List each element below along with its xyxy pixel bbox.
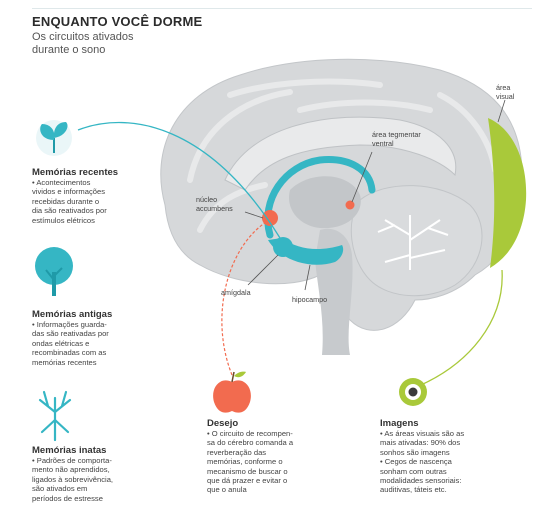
section-memorias-recentes: Memórias recentes • Acontecimentos vivid… (32, 167, 142, 225)
visual-cortex (488, 118, 527, 268)
label-line: accumbens (196, 203, 233, 213)
label-line: área tegmentar (372, 130, 421, 139)
page-subtitle: Os circuitos ativados durante o sono (32, 31, 192, 57)
eye-icon (399, 378, 427, 406)
section-line: • As áreas visuais são as (380, 429, 465, 438)
section-line: auditivas, táteis etc. (380, 485, 447, 495)
pointer-area-visual (497, 99, 506, 123)
connector-imagens (413, 269, 503, 389)
section-line: • Padrões de comporta- (32, 456, 112, 465)
top-rule (32, 8, 532, 9)
section-line: que dá prazer e evitar o (207, 476, 288, 486)
brain-gyri (187, 78, 498, 233)
section-line: ligados à sobrevivência, (32, 474, 114, 484)
section-desejo: Desejo • O circuito de recompen- sa do c… (207, 418, 332, 495)
label-line: visual (496, 91, 515, 101)
subtitle-line: Os circuitos ativados (32, 31, 134, 43)
thalamus (289, 176, 361, 229)
page-title: ENQUANTO VOCÊ DORME (32, 14, 203, 29)
pointer-amigdala (247, 254, 279, 286)
section-line: períodos de estresse (32, 493, 103, 503)
section-line: • Informações guarda- (32, 320, 107, 329)
cerebellum (350, 185, 483, 297)
apple-icon (213, 371, 251, 413)
label-area-visual: área visual (496, 83, 515, 101)
section-heading: Imagens (380, 418, 419, 429)
section-line: sa do cérebro comanda a (207, 438, 294, 448)
subtitle-line: durante o sono (32, 44, 106, 56)
section-heading: Desejo (207, 418, 239, 429)
section-line: recebidas durante o (32, 196, 100, 206)
label-line: ventral (372, 138, 394, 148)
vta-dot (345, 200, 355, 210)
section-line: memórias recentes (32, 357, 97, 367)
sprout-icon (36, 120, 72, 156)
roots-icon (38, 390, 72, 442)
label-amigdala: amígdala (221, 288, 251, 297)
section-heading: Memórias inatas (32, 445, 107, 456)
section-line: reverberação das (207, 447, 267, 457)
amygdala-dot (273, 237, 293, 257)
section-heading: Memórias recentes (32, 167, 119, 178)
section-line: mento não aprendidos, (32, 465, 110, 475)
section-line: mais ativadas: 90% dos (380, 438, 461, 448)
section-line: • O circuito de recompen- (207, 429, 293, 438)
label-hipocampo: hipocampo (292, 295, 328, 304)
label-line: núcleo (196, 195, 218, 204)
section-line: • Cegos de nascença (380, 457, 452, 467)
section-imagens: Imagens • As áreas visuais são as mais a… (380, 418, 505, 495)
section-heading: Memórias antigas (32, 309, 113, 320)
section-line: • Acontecimentos (32, 178, 91, 187)
section-line: mecanismo de buscar o (207, 466, 288, 476)
limbic-circuit (264, 156, 376, 239)
tree-icon (35, 247, 73, 296)
section-line: memórias, conforme o (207, 457, 283, 467)
section-line: são ativados em (32, 484, 88, 494)
section-line: sonhos são imagens (380, 447, 450, 457)
connector-recentes (77, 121, 281, 239)
section-line: estímulos elétricos (32, 215, 95, 225)
section-line: ondas elétricas e (32, 338, 90, 348)
corpus-callosum (224, 116, 457, 191)
section-line: que o anula (207, 485, 247, 495)
label-vta: área tegmentar ventral (372, 130, 421, 148)
pointer-hipocampo (304, 264, 311, 291)
cerebellum-branches (377, 215, 449, 270)
section-memorias-antigas: Memórias antigas • Informações guarda- d… (32, 309, 142, 367)
label-line: área (496, 83, 511, 92)
section-line: das são reativadas por (32, 329, 109, 339)
label-nucleo-accumbens: núcleo accumbens (196, 195, 233, 213)
section-memorias-inatas: Memórias inatas • Padrões de comporta- m… (32, 445, 147, 503)
section-line: recombinadas com as (32, 348, 107, 358)
section-line: vividos e informações (32, 187, 106, 197)
connector-desejo (221, 221, 267, 376)
pointer-nucleo (244, 211, 264, 219)
section-line: sonham com outras (380, 466, 447, 476)
section-line: dia são reativados por (32, 206, 107, 216)
section-line: modalidades sensoriais: (380, 476, 462, 486)
pointer-vta (351, 151, 373, 203)
